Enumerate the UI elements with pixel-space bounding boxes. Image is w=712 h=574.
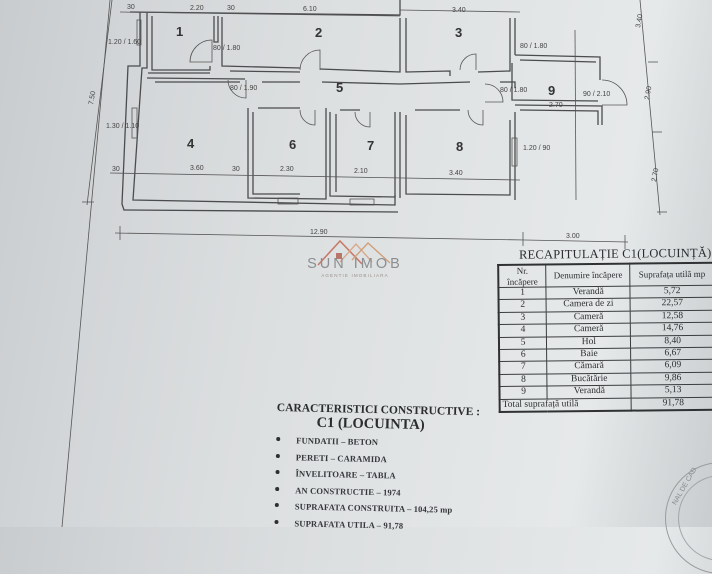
bullet-icon	[275, 486, 280, 491]
dim-bottom-extension: 3.00	[566, 233, 580, 240]
cell-nr: 4	[498, 324, 547, 338]
dim-room2-width: 6.10	[303, 6, 317, 13]
header-room-number: Nr. încăpere	[498, 264, 547, 288]
cell-area: 14,76	[630, 322, 712, 336]
total-label: Total suprafață utilă	[499, 397, 632, 413]
dim-left-total: 7.50	[88, 91, 97, 106]
dim-door-room1: 80 / 1.80	[213, 45, 240, 52]
dim-bottom-total: 12.90	[310, 229, 328, 236]
dim-left-window-top: 1.20 / 1.60	[108, 39, 141, 46]
dim-door-veranda9-ext: 90 / 2.10	[583, 91, 610, 98]
floor-plan-drawing: 7.50 30 2.20 30 6.10 3.40	[61, 0, 667, 527]
logo-roof-icon	[317, 239, 391, 266]
cell-area: 9,86	[631, 372, 712, 386]
room-number-9: 9	[548, 83, 555, 98]
bullet-icon	[274, 502, 279, 508]
dim-room6-width: 2.30	[280, 166, 294, 173]
dim-room8-width: 3.40	[449, 170, 463, 177]
dim-wall-4-6: 30	[232, 166, 240, 173]
cell-name: Cameră	[546, 310, 631, 325]
cell-name: Verandă	[547, 385, 632, 399]
cell-area: 5,13	[631, 384, 712, 398]
dim-room7-width: 2.10	[354, 168, 368, 175]
cell-area: 5,72	[630, 285, 712, 299]
dim-room9-width: 2.70	[549, 102, 563, 109]
cell-name: Verandă	[546, 286, 631, 300]
cell-name: Cămară	[546, 360, 632, 374]
dim-door-hall-left: 80 / 1.90	[230, 85, 257, 92]
room-number-2: 2	[315, 25, 322, 40]
specs-list: FUNDATII – BETON PERETI – CARAMIDA ÎNVEL…	[274, 435, 516, 539]
spec-text: ÎNVELITOARE – TABLA	[295, 468, 396, 481]
logo-name: SUN IMOB	[307, 256, 403, 272]
room-number-1: 1	[176, 24, 183, 39]
header-room-name: Denumire încăpere	[545, 263, 631, 287]
dim-left-window-bottom: 1.30 / 1.10	[106, 123, 139, 130]
spec-text: AN CONSTRUCTIE – 1974	[295, 484, 401, 498]
construction-specs: CARACTERISTICI CONSTRUCTIVE : C1 (LOCUIN…	[274, 402, 517, 539]
cell-name: Cameră	[546, 323, 631, 337]
room-number-8: 8	[456, 139, 463, 154]
room-number-7: 7	[367, 138, 374, 153]
bullet-icon	[276, 436, 281, 442]
spec-text: FUNDATII – BETON	[296, 435, 379, 448]
cell-nr: 8	[499, 373, 548, 387]
room-number-6: 6	[289, 137, 296, 152]
dim-room1-width: 2.20	[190, 5, 204, 12]
cell-area: 22,57	[630, 297, 712, 311]
logo-subtitle: AGENTIE IMOBILIARA	[321, 273, 389, 278]
spec-text: SUPRAFATA UTILA – 91,78	[294, 517, 404, 531]
cell-area: 6,67	[630, 347, 712, 361]
area-summary-table: Nr. încăpere Denumire încăpere Suprafața…	[497, 261, 712, 414]
recap-title: RECAPITULAȚIE C1(LOCUINȚĂ)	[518, 245, 712, 262]
total-value: 91,78	[631, 396, 712, 411]
dim-top-wall-mid: 30	[227, 5, 235, 12]
room-number-4: 4	[187, 136, 195, 151]
cell-name: Hol	[546, 335, 631, 350]
cell-nr: 9	[499, 386, 548, 400]
cell-nr: 7	[499, 361, 548, 375]
spec-text: SUPRAFATA CONSTRUITA – 104,25 mp	[294, 501, 453, 515]
cell-name: Camera de zi	[546, 298, 631, 312]
dim-right-mid: 2.90	[644, 86, 653, 101]
cell-nr: 3	[498, 311, 547, 325]
cell-name: Baie	[546, 348, 632, 362]
cell-area: 8,40	[630, 334, 712, 349]
dim-bottom-wall-left: 30	[112, 166, 120, 173]
room-number-5: 5	[336, 80, 343, 95]
specs-subtitle: C1 (LOCUINTA)	[316, 414, 425, 434]
dim-right-top: 3.40	[635, 14, 644, 29]
dim-window-room8: 1.20 / 90	[523, 145, 550, 152]
dim-room3-width: 3.40	[452, 7, 466, 14]
bullet-icon	[275, 469, 280, 475]
cell-name: Bucătărie	[547, 372, 632, 387]
agency-logo: SUN IMOB AGENTIE IMOBILIARA	[300, 236, 410, 278]
area-summary: RECAPITULAȚIE C1(LOCUINȚĂ) Nr. încăpere …	[497, 245, 712, 414]
cell-nr: 1	[498, 286, 547, 300]
spec-text: PERETI – CARAMIDA	[295, 451, 387, 464]
header-room-area: Suprafața utilă mp	[630, 262, 712, 287]
dim-top-wall-left: 30	[127, 4, 135, 11]
dim-right-bottom: 2.70	[651, 168, 660, 183]
bullet-icon	[274, 519, 279, 524]
cell-nr: 2	[498, 299, 547, 313]
dim-door-veranda9-top: 80 / 1.80	[520, 43, 547, 50]
dim-door-room9: 80 / 1.80	[500, 87, 527, 94]
cell-nr: 5	[498, 336, 547, 350]
cell-area: 12,58	[630, 310, 712, 324]
cell-nr: 6	[499, 349, 547, 362]
dim-room4-width: 3.60	[190, 165, 204, 172]
cell-area: 6,09	[631, 359, 712, 373]
room-number-3: 3	[455, 25, 462, 40]
total-row: Total suprafață utilă 91,78	[499, 396, 712, 413]
bullet-icon	[275, 453, 280, 458]
